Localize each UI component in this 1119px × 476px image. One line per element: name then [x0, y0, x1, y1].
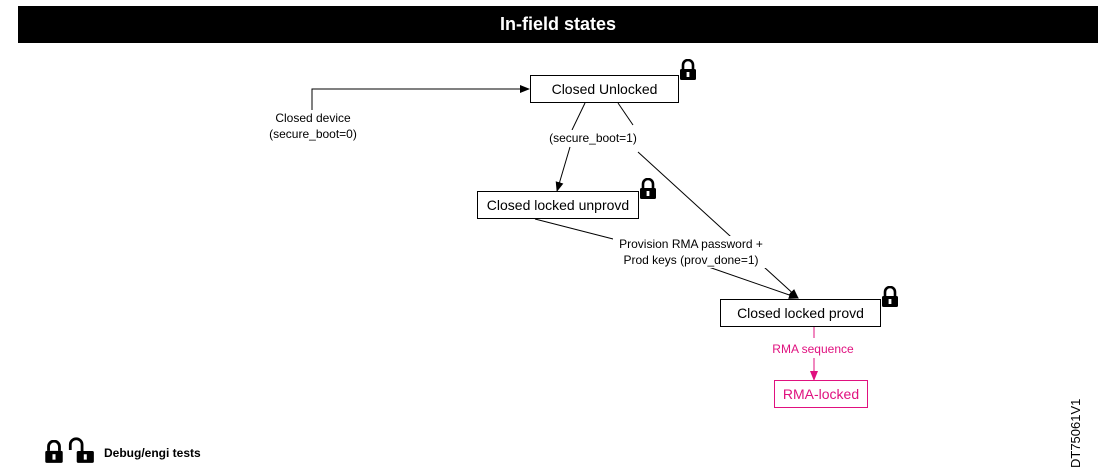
edge-closed-device [311, 85, 530, 110]
edge-label-provision-line1: Provision RMA password + [619, 237, 763, 251]
diagram-title: In-field states [18, 6, 1098, 43]
edge-unlocked-to-provd-b [637, 151, 799, 299]
state-closed-unlocked: Closed Unlocked [530, 75, 679, 103]
edge-label-closed-device-line1: Closed device [275, 111, 351, 125]
edge-label-provision: Provision RMA password + Prod keys (prov… [613, 236, 769, 268]
edge-unlocked-to-provd-a [617, 102, 634, 126]
edge-unlocked-to-unprovd-b [555, 146, 571, 192]
edge-unprovd-to-provd-b [699, 263, 799, 299]
edge-unlocked-to-unprovd-a [571, 102, 586, 131]
state-closed-locked-provd: Closed locked provd [720, 299, 881, 327]
edge-label-secure-boot: (secure_boot=1) [545, 130, 641, 146]
edge-label-provision-line2: Prod keys (prov_done=1) [623, 253, 759, 267]
edge-label-closed-device: Closed device (secure_boot=0) [266, 110, 360, 142]
locked-padlock-icon [640, 178, 656, 199]
state-closed-locked-unprovd: Closed locked unprovd [477, 191, 639, 219]
state-rma-locked: RMA-locked [774, 380, 868, 408]
locked-padlock-icon [882, 286, 898, 307]
edge-unprovd-to-provd-a [534, 218, 618, 241]
unlocked-padlock-icon [68, 437, 94, 463]
edge-label-rma-sequence: RMA sequence [768, 341, 858, 357]
legend-label: Debug/engi tests [104, 446, 201, 460]
document-id: DT75061V1 [1068, 398, 1083, 468]
locked-padlock-icon [45, 440, 63, 463]
locked-padlock-icon [680, 59, 696, 80]
edge-label-closed-device-line2: (secure_boot=0) [269, 127, 357, 141]
